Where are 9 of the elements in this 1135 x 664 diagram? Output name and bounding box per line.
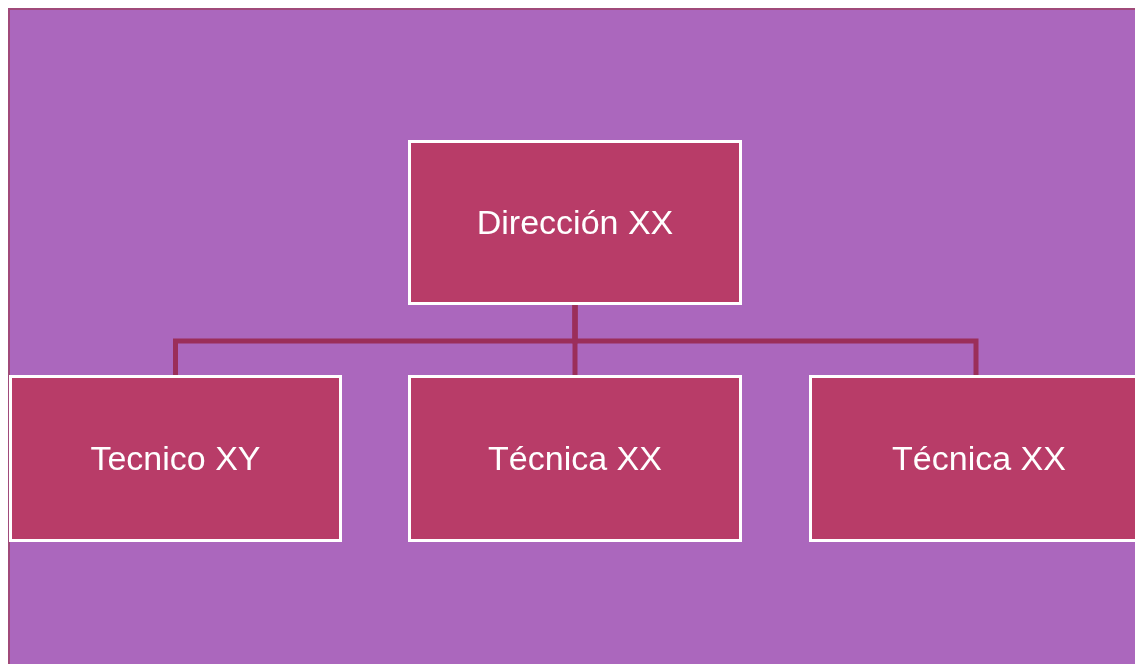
box-label: Tecnico XY [90,439,261,478]
box-label: Dirección XX [476,203,674,242]
org-box [408,375,742,542]
connector-line [572,305,979,375]
org-box [408,140,742,305]
box-label: Técnica XX [892,439,1066,478]
box-label: Técnica XX [488,439,662,478]
org-box [809,375,1135,542]
org-box [9,375,342,542]
